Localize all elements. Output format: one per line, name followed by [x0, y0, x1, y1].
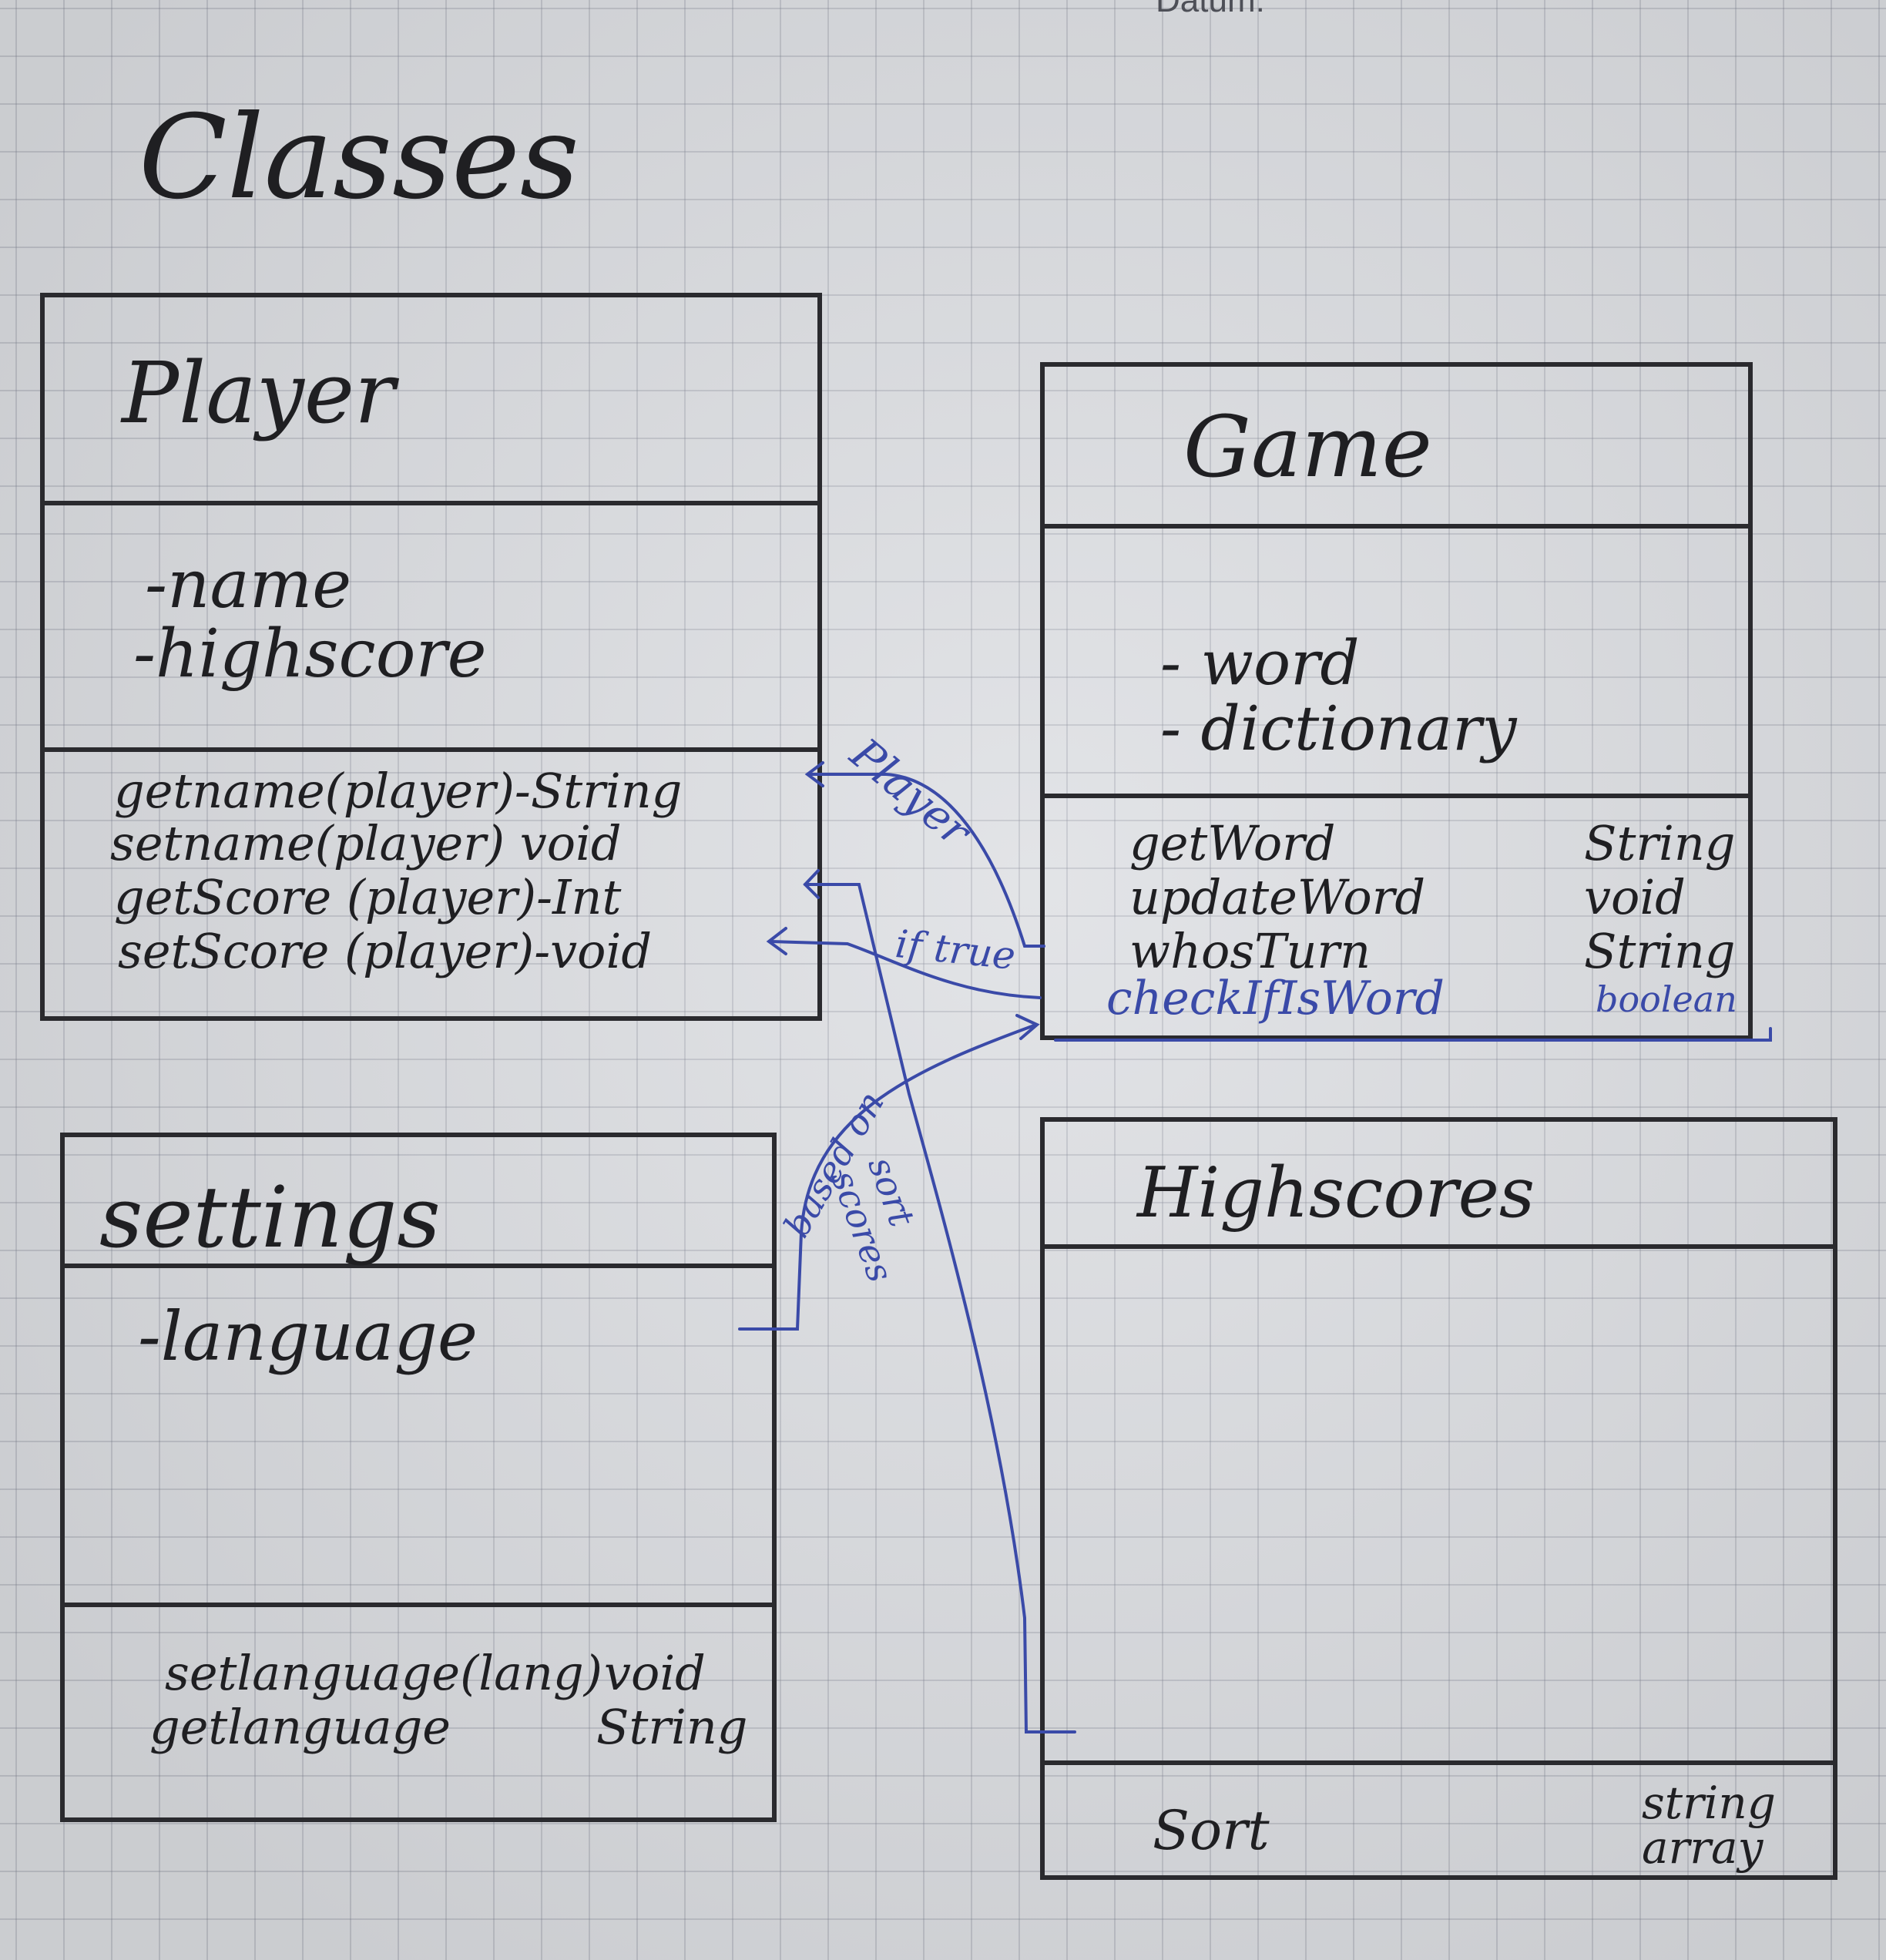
highscores-attributes-section	[1045, 1249, 1833, 1765]
highscores-method-sort-type: string array	[1642, 1777, 1776, 1874]
highscores-methods-section: Sort string array	[1045, 1765, 1833, 1877]
connector-sort-to-getscore	[804, 883, 1076, 1733]
settings-methods-section: setlanguage(lang) void getlanguage Strin…	[65, 1607, 772, 1819]
game-attribute-word: - word	[1160, 627, 1360, 699]
class-highscores: Highscores Sort string array	[1040, 1117, 1837, 1880]
game-method-checkifisword-type: boolean	[1596, 978, 1737, 1020]
player-method-getname: getname(player)-String	[114, 763, 683, 819]
player-method-getscore: getScore (player)-Int	[114, 869, 622, 925]
player-method-setname: setname(player) void	[110, 815, 622, 871]
player-attribute-name: -name	[145, 546, 352, 623]
class-settings: settings -language setlanguage(lang) voi…	[60, 1133, 777, 1822]
settings-method-getlanguage: getlanguage	[149, 1699, 451, 1755]
settings-method-setlanguage-type: void	[604, 1645, 706, 1701]
relation-label-player: Player	[841, 729, 980, 858]
highscores-method-sort: Sort	[1153, 1799, 1270, 1862]
game-class-name: Game	[1183, 398, 1432, 496]
date-label: Datum:	[1156, 0, 1265, 19]
arrowhead-checkifisword	[1015, 1014, 1040, 1040]
settings-method-getlanguage-type: String	[596, 1699, 748, 1755]
settings-class-name: settings	[99, 1168, 441, 1267]
player-name-section: Player	[45, 297, 817, 505]
game-method-updateword-type: void	[1584, 869, 1686, 925]
game-method-whosturn-type: String	[1584, 923, 1736, 979]
player-attribute-highscore: -highscore	[133, 616, 487, 693]
game-method-updateword: updateWord	[1129, 869, 1426, 925]
game-attribute-dictionary: - dictionary	[1160, 693, 1517, 764]
game-method-getword: getWord	[1129, 815, 1336, 871]
game-methods-section: getWord String updateWord void whosTurn …	[1045, 798, 1748, 1037]
player-methods-section: getname(player)-String setname(player) v…	[45, 752, 817, 1018]
relation-label-if-true: if true	[893, 921, 1018, 979]
game-attributes-section: - word - dictionary	[1045, 529, 1748, 798]
player-class-name: Player	[122, 344, 395, 442]
class-game: Game - word - dictionary getWord String …	[1040, 362, 1753, 1040]
page-title: Classes	[139, 91, 579, 225]
settings-name-section: settings	[65, 1137, 772, 1268]
player-attributes-section: -name -highscore	[45, 505, 817, 752]
game-method-getword-type: String	[1584, 815, 1736, 871]
settings-method-setlanguage: setlanguage(lang)	[165, 1645, 602, 1701]
game-name-section: Game	[1045, 367, 1748, 529]
player-method-setscore: setScore (player)-void	[118, 923, 653, 979]
class-player: Player -name -highscore getname(player)-…	[40, 293, 822, 1021]
highscores-class-name: Highscores	[1137, 1153, 1535, 1233]
settings-attributes-section: -language	[65, 1268, 772, 1607]
game-method-whosturn: whosTurn	[1129, 923, 1371, 979]
game-method-checkifisword: checkIfIsWord	[1106, 972, 1445, 1025]
settings-attribute-language: -language	[138, 1297, 478, 1376]
highscores-name-section: Highscores	[1045, 1122, 1833, 1249]
